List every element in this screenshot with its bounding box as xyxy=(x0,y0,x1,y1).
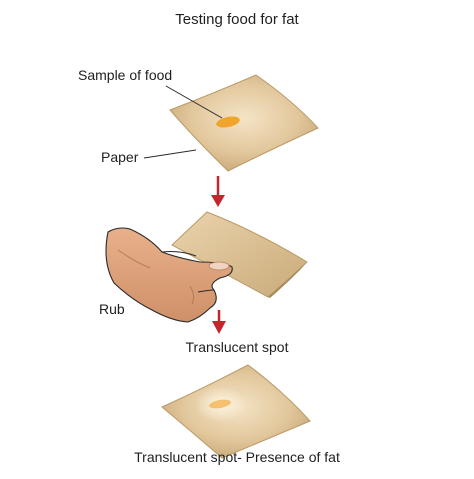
paper-with-sample xyxy=(169,74,319,172)
down-arrow-1 xyxy=(211,176,225,207)
sample-leader-line xyxy=(165,85,223,119)
label-sample-of-food: Sample of food xyxy=(78,67,173,83)
label-translucent-spot: Translucent spot xyxy=(185,339,289,355)
down-arrow-2 xyxy=(212,310,226,334)
label-paper: Paper xyxy=(101,149,139,165)
paper-top xyxy=(169,74,319,172)
label-result: Translucent spot- Presence of fat xyxy=(134,449,340,465)
food-sample xyxy=(216,116,240,128)
diagram-title: Testing food for fat xyxy=(175,11,299,28)
label-rub: Rub xyxy=(99,301,125,317)
translucent-spot xyxy=(209,399,231,409)
hand xyxy=(105,227,233,323)
paper-with-spot xyxy=(161,364,311,459)
paper-leader-line xyxy=(143,149,197,159)
